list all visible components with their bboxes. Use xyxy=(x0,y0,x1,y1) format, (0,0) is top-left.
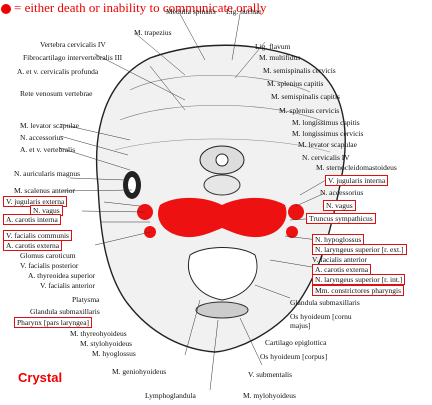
label-m-splenius-cervicis: M. splenius cervicis xyxy=(279,106,340,115)
label-m-semispinalis-capitis: M. semispinalis capitis xyxy=(271,92,340,101)
label-a-thyreoidea-superior: A. thyreoidea superior xyxy=(28,271,96,280)
label-n-vagus-right: N. vagus xyxy=(323,200,356,211)
label-n-auricularis-magnus: N. auricularis magnus xyxy=(14,169,81,178)
label-v-submentalis: V. submentalis xyxy=(248,370,293,379)
label-m-longissimus-cervicis: M. longissimus cervicis xyxy=(292,129,364,138)
label-n-laryngeus-r-ext: N. laryngeus superior [r. ext.] xyxy=(312,244,407,255)
label-m-thyreohyoideus: M. thyreohyoideus xyxy=(70,329,127,338)
label-m-splenius-capitis: M. splenius capitis xyxy=(267,79,324,88)
label-m-hyoglossus: M. hyoglossus xyxy=(92,349,136,358)
label-fibrocartilago: Fibrocartilago intervertebralis III xyxy=(23,53,123,62)
label-n-laryngeus-r-int: N. laryngeus superior [r. int.] xyxy=(312,274,406,285)
label-truncus-sympathicus: Truncus sympathicus xyxy=(306,213,376,224)
legend-header: = either death or inability to communica… xyxy=(1,0,266,16)
label-m-multifidus: M. multifidus xyxy=(259,53,301,62)
label-m-longissimus-capitis: M. longissimus capitis xyxy=(292,118,360,127)
label-a-v-cervicalis-profunda: A. et v. cervicalis profunda xyxy=(17,67,99,76)
label-n-accessorius-right: N. accessorius xyxy=(320,188,364,197)
label-mm-constrictores: Mm. constrictores pharyngis xyxy=(312,285,405,296)
label-glomus-caroticum: Glomus caroticum xyxy=(20,251,76,260)
label-n-accessorius-left: N. accessorius xyxy=(20,133,64,142)
label-m-scalenus-anterior: M. scalenus anterior xyxy=(14,186,76,195)
label-rete-venosum: Rete venosum vertebrae xyxy=(20,89,93,98)
label-a-carotis-interna: A. carotis interna xyxy=(3,214,61,225)
label-m-stylohyoideus: M. stylohyoideus xyxy=(80,339,133,348)
label-v-facialis-anterior-right: V. facialis anterior xyxy=(312,255,368,264)
label-m-sternocleidomastoideus: M. sternocleidomastoideus xyxy=(316,163,397,172)
label-os-hyoideum-corpus: Os hyoideum [corpus] xyxy=(260,352,328,361)
label-m-levator-scapulae-left: M. levator scapulae xyxy=(20,121,79,130)
credit-label: Crystal xyxy=(18,370,63,385)
label-cartilago-epiglottica: Cartilago epiglottica xyxy=(265,338,327,347)
label-os-hyoideum-cornu: Os hyoideum [cornu majus] xyxy=(290,312,352,330)
label-glandula-submaxillaris-left: Glandula submaxillaris xyxy=(30,307,100,316)
label-m-geniohyoideus: M. geniohyoideus xyxy=(112,367,167,376)
label-vertebra-cerv-iv: Vertebra cervicalis IV xyxy=(40,40,106,49)
label-m-trapezius: M. trapezius xyxy=(134,28,172,37)
label-v-jugularis-interna: V. jugularis interna xyxy=(325,175,389,186)
label-lymphoglandula: Lymphoglandula xyxy=(145,391,196,400)
label-v-facialis-posterior: V. facialis posterior xyxy=(20,261,79,270)
label-v-facialis-anterior-left: V. facialis anterior xyxy=(40,281,96,290)
label-n-cervicalis-iv: N. cervicalis IV xyxy=(302,153,350,162)
label-pharynx: Pharynx [pars laryngea] xyxy=(14,317,93,328)
label-m-semispinalis-cervicis: M. semispinalis cervicis xyxy=(263,66,336,75)
red-dot-icon xyxy=(1,4,11,15)
label-lig-nuchae: Lig. nuchae xyxy=(226,7,262,16)
label-glandula-submaxillaris-right: Glandula submaxillaris xyxy=(290,298,360,307)
label-a-carotis-externa-left: A. carotis externa xyxy=(3,240,63,251)
label-m-levator-scapulae-right: M. levator scapulae xyxy=(298,140,357,149)
label-lig-flavum: Lig. flavum xyxy=(255,42,291,51)
label-a-v-vertebralis: A. et v. vertebralis xyxy=(20,145,76,154)
label-platysma: Platysma xyxy=(72,295,100,304)
label-medulla: Medulla spinalis xyxy=(166,7,216,16)
legend-text: = either death or inability to communica… xyxy=(14,0,267,15)
label-m-mylohyoideus: M. mylohyoideus xyxy=(243,391,296,400)
